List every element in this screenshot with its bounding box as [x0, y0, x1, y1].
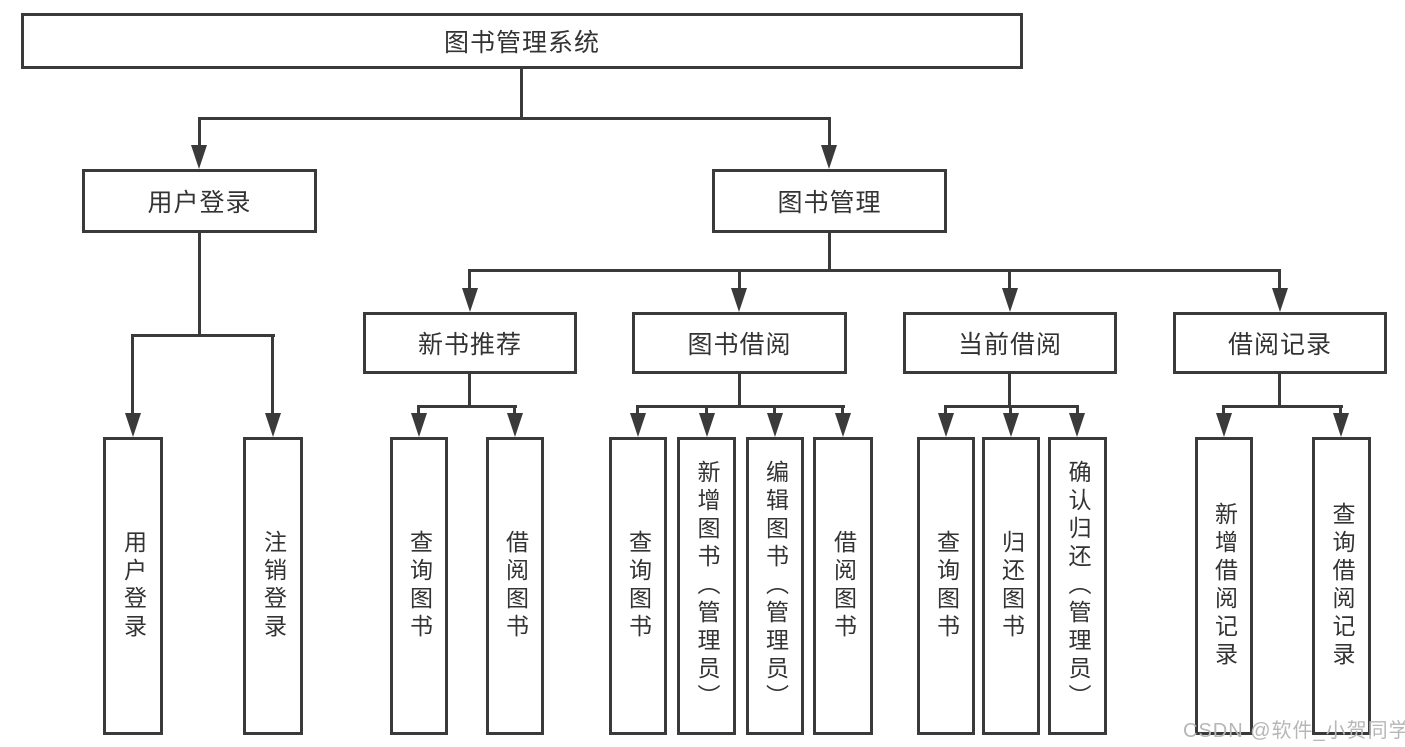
arrowhead-down-icon	[265, 413, 281, 437]
connector-line	[705, 405, 708, 417]
connector-line	[513, 405, 516, 417]
connector-line	[944, 405, 947, 417]
connector-line	[738, 374, 741, 408]
node-user-login: 用户登录	[82, 169, 317, 233]
connector-line	[636, 405, 639, 417]
connector-line	[131, 334, 275, 337]
leaf-add-borrow-record: 新增借阅记录	[1195, 437, 1253, 735]
connector-line	[198, 233, 201, 337]
arrowhead-down-icon	[731, 288, 747, 312]
arrowhead-down-icon	[1069, 413, 1085, 437]
node-current-borrow: 当前借阅	[903, 312, 1117, 374]
connector-line	[773, 405, 776, 417]
connector-line	[1222, 405, 1225, 417]
node-book-management: 图书管理	[712, 169, 947, 233]
node-new-book-recommend: 新书推荐	[363, 312, 577, 374]
leaf-query-books-borrow: 查询图书	[609, 437, 667, 735]
leaf-edit-book-admin: 编辑图书（管理员）	[746, 437, 804, 735]
leaf-query-books-current: 查询图书	[917, 437, 975, 735]
arrowhead-down-icon	[411, 413, 427, 437]
connector-line	[841, 405, 844, 417]
connector-line	[198, 117, 201, 149]
leaf-borrow-books: 借阅图书	[813, 437, 873, 735]
leaf-borrow-books-recommend: 借阅图书	[486, 437, 544, 735]
connector-line	[1339, 405, 1342, 417]
connector-line	[1076, 405, 1079, 417]
leaf-user-login: 用户登录	[103, 437, 163, 735]
leaf-query-books-recommend: 查询图书	[390, 437, 448, 735]
leaf-logout: 注销登录	[243, 437, 303, 735]
node-root: 图书管理系统	[21, 13, 1023, 69]
arrowhead-down-icon	[821, 145, 837, 169]
leaf-add-book-admin: 新增图书（管理员）	[677, 437, 736, 735]
watermark: CSDN @软件_小贺同学	[1183, 720, 1405, 742]
arrowhead-down-icon	[191, 145, 207, 169]
node-book-borrow: 图书借阅	[632, 312, 847, 374]
connector-line	[828, 233, 831, 271]
arrowhead-down-icon	[125, 413, 141, 437]
connector-line	[1222, 405, 1343, 408]
arrowhead-down-icon	[767, 413, 783, 437]
connector-line	[1008, 269, 1011, 291]
arrowhead-down-icon	[630, 413, 646, 437]
arrowhead-down-icon	[699, 413, 715, 437]
connector-line	[468, 269, 471, 291]
connector-line	[1009, 405, 1012, 417]
connector-line	[468, 269, 1281, 272]
arrowhead-down-icon	[1002, 288, 1018, 312]
arrowhead-down-icon	[835, 413, 851, 437]
node-borrow-records: 借阅记录	[1173, 312, 1387, 374]
arrowhead-down-icon	[1003, 413, 1019, 437]
arrowhead-down-icon	[462, 288, 478, 312]
connector-line	[520, 69, 523, 119]
connector-line	[198, 117, 831, 120]
connector-line	[417, 405, 420, 417]
connector-line	[468, 374, 471, 408]
connector-line	[738, 269, 741, 291]
connector-line	[1008, 374, 1011, 408]
connector-line	[1278, 269, 1281, 291]
connector-line	[131, 334, 134, 416]
arrowhead-down-icon	[507, 413, 523, 437]
arrowhead-down-icon	[938, 413, 954, 437]
arrowhead-down-icon	[1216, 413, 1232, 437]
leaf-query-borrow-record: 查询借阅记录	[1312, 437, 1371, 735]
connector-line	[636, 405, 845, 408]
leaf-return-book: 归还图书	[982, 437, 1040, 735]
connector-line	[271, 334, 274, 416]
leaf-confirm-return-admin: 确认归还（管理员）	[1048, 437, 1107, 735]
connector-line	[417, 405, 517, 408]
arrowhead-down-icon	[1272, 288, 1288, 312]
arrowhead-down-icon	[1333, 413, 1349, 437]
connector-line	[828, 117, 831, 149]
connector-line	[1278, 374, 1281, 408]
